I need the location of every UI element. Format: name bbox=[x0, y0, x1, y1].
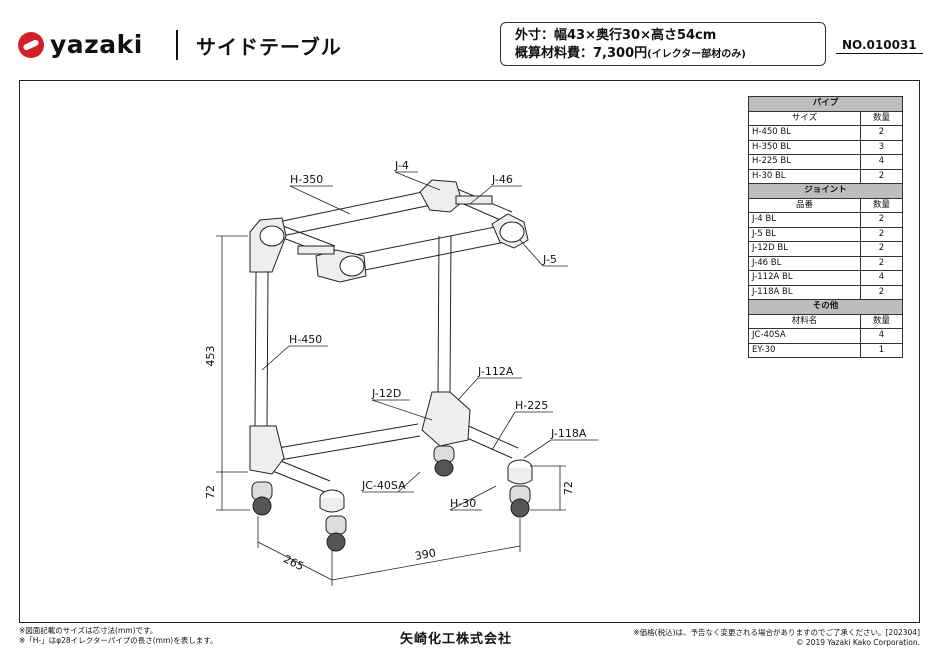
caster-back-right bbox=[433, 445, 455, 477]
caster-back-left bbox=[251, 481, 273, 516]
spec-cost-line: 概算材料費：7,300円(イレクター部材のみ) bbox=[515, 45, 811, 64]
footer-right: ※価格(税込)は、予告なく変更される場合がありますのでご了承ください。[2023… bbox=[633, 628, 920, 648]
top-back-pipe bbox=[277, 189, 437, 237]
col-header-qty: 数量 bbox=[860, 110, 903, 126]
logo-mark-icon bbox=[18, 31, 44, 58]
spec-size: 外寸：幅43×奥行30×高さ54cm bbox=[515, 28, 717, 43]
joint-j46-brackets bbox=[297, 195, 493, 255]
spec-cost: 概算材料費：7,300円 bbox=[515, 46, 648, 61]
caster-front-right bbox=[509, 485, 531, 518]
col-header-qty: 数量 bbox=[860, 197, 903, 213]
label-j12d: J-12D bbox=[371, 387, 401, 400]
document-number: NO.010031 bbox=[836, 38, 923, 54]
spec-box: 外寸：幅43×奥行30×高さ54cm 概算材料費：7,300円(イレクター部材の… bbox=[500, 22, 826, 66]
footer-note-2: ※「H-」はφ28イレクターパイプの長さ(mm)を表します。 bbox=[19, 636, 218, 645]
label-h450: H-450 bbox=[289, 333, 322, 346]
product-title: サイドテーブル bbox=[196, 35, 342, 59]
header-divider bbox=[176, 30, 178, 60]
price-note: ※価格(税込)は、予告なく変更される場合がありますのでご了承ください。[2023… bbox=[633, 628, 920, 637]
label-jc40sa: JC-40SA bbox=[361, 479, 406, 492]
joint-j5-left bbox=[249, 217, 287, 273]
label-j112a: J-112A bbox=[477, 365, 514, 378]
joint-j4-front bbox=[315, 249, 367, 283]
spec-cost-note: (イレクター部材のみ) bbox=[647, 49, 746, 60]
company-name: 矢崎化工株式会社 bbox=[400, 632, 513, 647]
section-other: その他 bbox=[748, 299, 903, 315]
bottom-back-pipe bbox=[277, 423, 421, 461]
joint-j112a-left bbox=[249, 425, 285, 475]
brand-name: yazaki bbox=[50, 30, 143, 59]
bottom-left-side-pipe bbox=[269, 458, 331, 493]
col-header-part-no: 品番 bbox=[748, 197, 861, 213]
dimension-lines bbox=[216, 235, 566, 586]
caster-front-left bbox=[325, 515, 347, 552]
label-h350: H-350 bbox=[290, 173, 323, 186]
joint-j112a-center bbox=[421, 391, 471, 447]
footer-note-1: ※図面記載のサイズは芯寸法(mm)です。 bbox=[19, 626, 158, 635]
label-h225: H-225 bbox=[515, 399, 548, 412]
joint-j118a bbox=[507, 459, 533, 485]
dim-caster-left: 72 bbox=[204, 485, 217, 499]
col-header-material: 材料名 bbox=[748, 313, 861, 329]
section-pipe: パイプ bbox=[748, 96, 903, 112]
label-j5: J-5 bbox=[542, 253, 557, 266]
dim-caster-right: 72 bbox=[562, 481, 575, 495]
label-j118a: J-118A bbox=[550, 427, 587, 440]
copyright: © 2019 Yazaki Kako Corporation. bbox=[796, 638, 920, 647]
left-vertical-pipe bbox=[254, 271, 269, 429]
col-header-qty: 数量 bbox=[860, 313, 903, 329]
label-j4: J-4 bbox=[394, 159, 409, 172]
top-front-pipe bbox=[349, 223, 516, 273]
section-joint: ジョイント bbox=[748, 183, 903, 199]
leader-lines bbox=[261, 171, 598, 511]
dim-height: 453 bbox=[204, 346, 217, 367]
center-vertical-pipe bbox=[437, 235, 452, 393]
joint-j5-right bbox=[491, 213, 529, 249]
joint-j12d bbox=[319, 489, 345, 513]
label-j46: J-46 bbox=[491, 173, 513, 186]
col-header-size: サイズ bbox=[748, 110, 861, 126]
dim-depth: 265 bbox=[281, 552, 306, 573]
label-h30: H-30 bbox=[450, 497, 476, 510]
drawing-frame bbox=[19, 80, 920, 623]
footer-notes: ※図面記載のサイズは芯寸法(mm)です。 ※「H-」はφ28イレクターパイプの長… bbox=[19, 626, 217, 646]
brand-logo: yazaki bbox=[18, 30, 143, 59]
dim-width: 390 bbox=[414, 546, 437, 562]
